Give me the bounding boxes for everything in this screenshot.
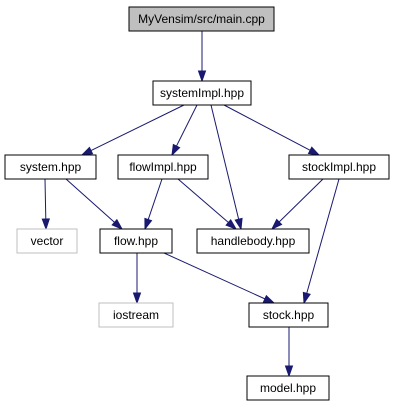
arrowhead xyxy=(197,70,207,83)
edge-line xyxy=(176,104,198,147)
node-label: flow.hpp xyxy=(114,234,158,248)
node-label: systemImpl.hpp xyxy=(160,86,244,100)
edge-line xyxy=(65,178,115,223)
arrowhead xyxy=(111,218,124,231)
edge-flow-to-iostream xyxy=(132,253,142,305)
edge-stockImpl-to-stock xyxy=(302,178,340,305)
node-label: iostream xyxy=(113,308,159,322)
node-box xyxy=(196,228,310,254)
arrowhead xyxy=(225,218,238,230)
node-systemImpl[interactable]: systemImpl.hpp xyxy=(152,80,252,106)
node-label: handlebody.hpp xyxy=(211,234,296,248)
edge-systemImpl-to-flowImpl xyxy=(171,104,198,157)
arrowhead xyxy=(262,294,276,304)
node-box xyxy=(288,154,390,180)
node-label: stock.hpp xyxy=(263,308,315,322)
node-box xyxy=(98,302,174,328)
edge-line xyxy=(210,104,240,220)
edge-stockImpl-to-handlebody xyxy=(270,178,324,231)
arrowhead xyxy=(307,146,321,156)
node-box xyxy=(152,80,252,106)
edge-systemImpl-to-handlebody xyxy=(210,104,243,231)
node-iostream: iostream xyxy=(98,302,174,328)
arrowhead xyxy=(270,218,283,231)
edge-line xyxy=(278,178,324,223)
arrowhead xyxy=(41,218,50,231)
edge-line xyxy=(90,104,185,152)
node-stock[interactable]: stock.hpp xyxy=(248,302,329,328)
node-model[interactable]: model.hpp xyxy=(246,375,330,401)
edge-flowImpl-to-flow xyxy=(144,178,163,231)
node-box xyxy=(16,228,78,254)
node-flow[interactable]: flow.hpp xyxy=(99,228,173,254)
arrowhead xyxy=(80,146,94,156)
edge-systemImpl-to-stockImpl xyxy=(223,104,321,156)
node-box xyxy=(246,375,330,401)
edge-system-to-flow xyxy=(65,178,124,231)
edge-line xyxy=(44,178,47,220)
node-stockImpl[interactable]: stockImpl.hpp xyxy=(288,154,390,180)
edge-line xyxy=(306,178,340,294)
node-box xyxy=(248,302,329,328)
arrowhead xyxy=(132,292,142,305)
node-label: vector xyxy=(31,234,64,248)
node-box xyxy=(128,6,275,32)
arrowhead xyxy=(284,365,294,378)
node-label: flowImpl.hpp xyxy=(129,160,197,174)
edge-line xyxy=(223,104,311,151)
arrowhead xyxy=(144,217,153,231)
edge-line xyxy=(147,178,163,220)
node-flowImpl[interactable]: flowImpl.hpp xyxy=(117,154,209,180)
node-handlebody[interactable]: handlebody.hpp xyxy=(196,228,310,254)
edges-layer xyxy=(41,31,340,378)
edge-main-to-systemImpl xyxy=(197,31,207,83)
nodes-layer: MyVensim/src/main.cpp systemImpl.hpp syste… xyxy=(4,6,390,401)
node-system[interactable]: system.hpp xyxy=(4,154,97,180)
node-label: system.hpp xyxy=(20,160,82,174)
node-label: stockImpl.hpp xyxy=(302,160,376,174)
node-label: model.hpp xyxy=(260,381,316,395)
node-vector: vector xyxy=(16,228,78,254)
arrowhead xyxy=(234,217,243,231)
edge-line xyxy=(177,178,229,223)
node-main[interactable]: MyVensim/src/main.cpp xyxy=(128,6,275,32)
edge-flowImpl-to-handlebody xyxy=(177,178,238,230)
node-label: MyVensim/src/main.cpp xyxy=(138,12,265,26)
node-box xyxy=(117,154,209,180)
edge-stock-to-model xyxy=(284,327,294,378)
edge-line xyxy=(163,252,266,300)
arrowhead xyxy=(171,143,181,157)
edge-flow-to-stock xyxy=(163,252,276,304)
node-box xyxy=(4,154,97,180)
arrowhead xyxy=(302,291,311,305)
edge-system-to-vector xyxy=(41,178,50,231)
node-box xyxy=(99,228,173,254)
edge-systemImpl-to-system xyxy=(80,104,185,156)
